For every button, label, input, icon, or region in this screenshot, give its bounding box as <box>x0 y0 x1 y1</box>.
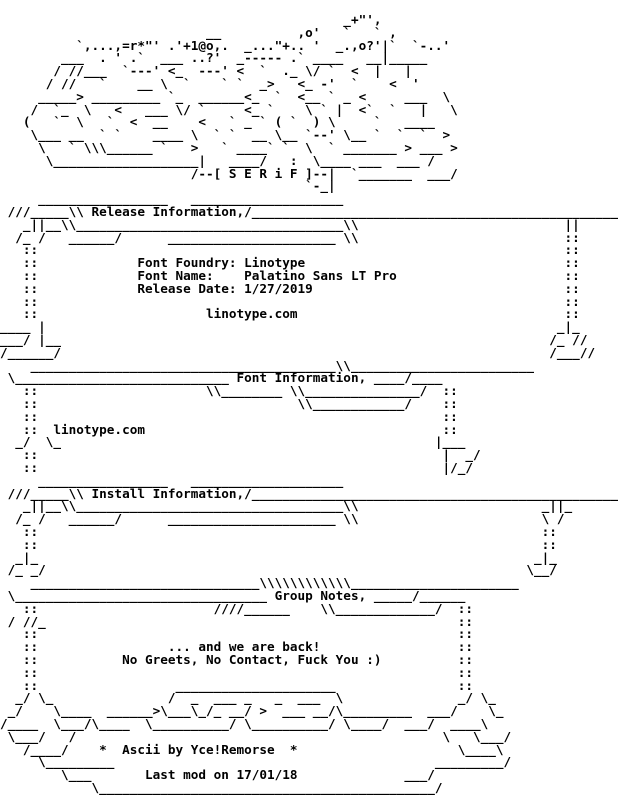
ascii-line: \_______________________________________… <box>0 780 443 795</box>
ascii-line: /_ _/ \__/ <box>0 562 557 577</box>
ascii-line: ///_____\\ Install Information,/________… <box>0 486 618 501</box>
ascii-line: :: \\________ \\_______________/ :: <box>0 383 458 398</box>
ascii-line: / //_ :: <box>0 614 474 629</box>
ascii-line: __ ,o' ` ` , <box>0 25 397 40</box>
ascii-line: / //___ `---' <_ ---' < ` ._ \/ ` < | | <box>0 63 412 78</box>
ascii-line: _____> _________ `_ ______<_ ` <__ ` _ <… <box>0 89 451 104</box>
ascii-line: :: ... and we are back! :: <box>0 639 474 654</box>
ascii-line: :: | _/ <box>0 447 481 462</box>
ascii-line: / `_ \ < ___ \/ ` <_ ` \ ` | <` ` | \ <box>0 102 458 117</box>
ascii-line: _/ \_ / _ ___ _ _ ___ \ _/ \_ <box>0 690 496 705</box>
ascii-line: `-_| <box>0 178 336 193</box>
ascii-line: :: Font Name: Palatino Sans LT Pro :: <box>0 268 580 283</box>
ascii-line: /_ / ______/ ______________________ \\ :… <box>0 230 580 245</box>
ascii-line: _||__\\_________________________________… <box>0 498 573 513</box>
ascii-line: _||__\\_________________________________… <box>0 217 580 232</box>
ascii-line: ___ . ' .` ___ ..?' _----- .` ____ __|__… <box>0 50 428 65</box>
ascii-line: ________________________________________… <box>0 358 535 373</box>
ascii-line: :: :: <box>0 665 474 680</box>
ascii-line: /____ \___/\____ \__________/ \_________… <box>0 716 489 731</box>
ascii-line: / // ` __ \ ` ` ` _> <_ -' ` < ' <box>0 76 420 91</box>
ascii-line: :: :: <box>0 242 580 257</box>
ascii-line: _/ \_ |___ <box>0 434 466 449</box>
ascii-line: :: :: <box>0 537 557 552</box>
ascii-line: \____________________________ Font Infor… <box>0 370 443 385</box>
ascii-line: :: Release Date: 1/27/2019 :: <box>0 281 580 296</box>
ascii-line: /____/ * Ascii by Yce!Remorse * \____\ <box>0 742 504 757</box>
ascii-line: :: :: <box>0 409 458 424</box>
ascii-line: :: \\____________/ :: <box>0 396 458 411</box>
ascii-line: :: Font Foundry: Linotype :: <box>0 255 580 270</box>
ascii-line: :: |/_/ <box>0 460 474 475</box>
ascii-line: _/ \____ ______>\___\_/_ __/ > ___ __/\_… <box>0 703 504 718</box>
ascii-line: :: :: <box>0 524 557 539</box>
ascii-line: :: ////______ \\_____________/ :: <box>0 601 474 616</box>
ascii-line: _________________ ____________________ <box>0 191 344 206</box>
ascii-line: /______/ /___// <box>0 345 596 360</box>
ascii-line: ___/ |__ /_ // <box>0 332 588 347</box>
ascii-line: \_________________________________ Group… <box>0 588 466 603</box>
ascii-line: _+"', <box>0 12 382 27</box>
ascii-line: ______________________________\\\\\\\\\\… <box>0 575 519 590</box>
ascii-line: \ ` \\\______ ` > ` ____` ` \ ` _______ … <box>0 140 458 155</box>
ascii-line: :: :: <box>0 626 474 641</box>
ascii-line: \___ __ ` ` ____ \ ` ` __ \__ `--' \__ `… <box>0 127 451 142</box>
ascii-line: \___/ / \ \___/ <box>0 729 512 744</box>
ascii-line: \___________________| ____/ : \____ ___ … <box>0 153 435 168</box>
ascii-line: ____ | _|_ <box>0 319 580 334</box>
ascii-line: :: _____________________ :: <box>0 678 474 693</box>
ascii-line: ( ` \ ` < __ < ` _ ` ( ` ) \ ` ____ <box>0 114 435 129</box>
ascii-line: `,...,=r*"' .'+1@o,. _..."+.. ' _.,o?'|`… <box>0 38 451 53</box>
ascii-line: /_ / ______/ ______________________ \\ \… <box>0 511 565 526</box>
ascii-line: _________________ ____________________ <box>0 473 344 488</box>
ascii-line: _|_ _|_ <box>0 550 557 565</box>
ascii-line: :: No Greets, No Contact, Fuck You :) :: <box>0 652 474 667</box>
ascii-line: :: linotype.com :: <box>0 422 458 437</box>
ascii-line: \_________ _________/ <box>0 754 512 769</box>
ascii-line: /--[ S E R i F ]--| `_______ ___/ <box>0 166 458 181</box>
ascii-line: :: linotype.com :: <box>0 306 580 321</box>
ascii-line: :: :: <box>0 294 580 309</box>
ascii-line: \___ Last mod on 17/01/18 ___/ <box>0 767 435 782</box>
ascii-line: ///_____\\ Release Information,/________… <box>0 204 618 219</box>
